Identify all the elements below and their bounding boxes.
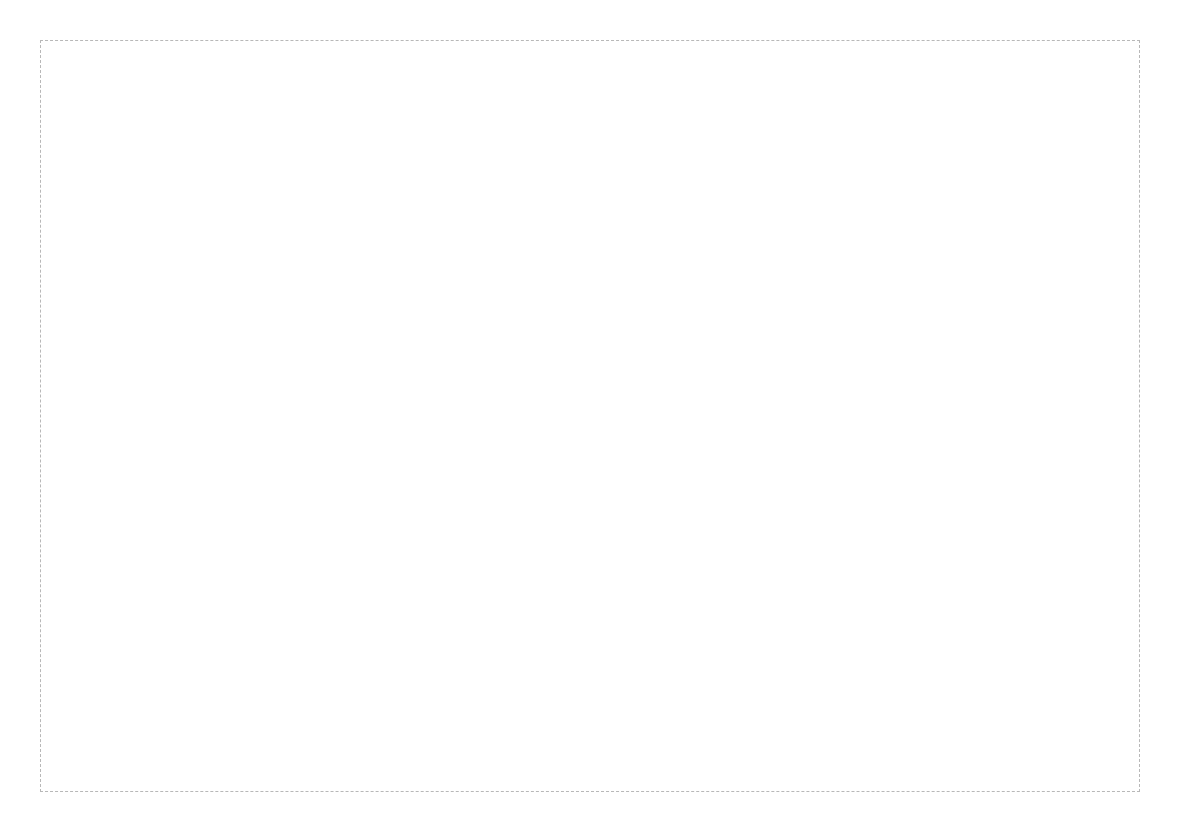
placeholder-frame bbox=[40, 40, 1140, 792]
